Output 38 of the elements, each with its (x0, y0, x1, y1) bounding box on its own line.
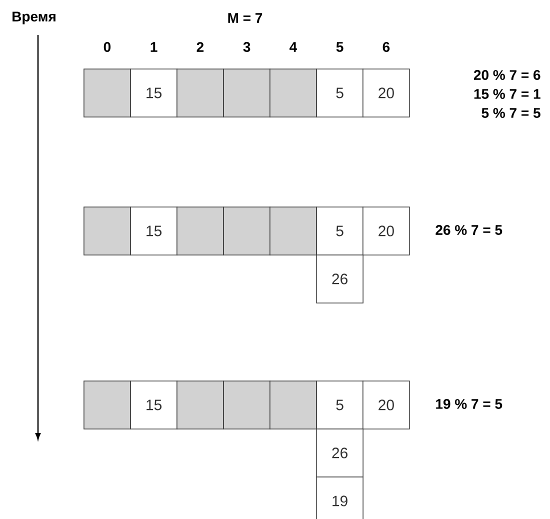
column-index: 0 (104, 42, 111, 52)
empty-cell (223, 380, 270, 430)
table-cell: 5 (316, 68, 364, 118)
formula-text: 5 % 7 = 5 (482, 108, 540, 118)
empty-cell (84, 380, 131, 430)
empty-cell (223, 206, 270, 256)
column-index: 2 (196, 42, 204, 52)
table-cell: 26 (316, 428, 364, 478)
empty-cell (270, 68, 317, 118)
table-cell: 5 (316, 380, 364, 430)
empty-cell (270, 206, 317, 256)
formula-text: 20 % 7 = 6 (474, 70, 540, 80)
table-cell: 5 (316, 206, 364, 256)
table-cell: 20 (362, 206, 410, 256)
empty-cell (223, 68, 270, 118)
table-cell: 19 (316, 476, 364, 519)
empty-cell (84, 206, 131, 256)
axis-label: Время (12, 12, 56, 24)
column-index: 5 (336, 42, 344, 52)
column-index: 4 (290, 42, 298, 52)
table-cell: 15 (130, 206, 178, 256)
empty-cell (176, 68, 224, 118)
table-cell: 20 (362, 380, 410, 430)
formula-text: 15 % 7 = 1 (474, 89, 540, 99)
formula-text: 26 % 7 = 5 (436, 225, 502, 235)
heading: M = 7 (228, 13, 262, 23)
table-cell: 15 (130, 380, 178, 430)
table-cell: 26 (316, 254, 364, 304)
table-cell: 15 (130, 68, 178, 118)
table-cell: 20 (362, 68, 410, 118)
empty-cell (176, 206, 224, 256)
column-index: 6 (382, 42, 390, 52)
column-index: 1 (150, 42, 158, 52)
empty-cell (176, 380, 224, 430)
formula-text: 19 % 7 = 5 (436, 399, 502, 409)
empty-cell (270, 380, 317, 430)
column-index: 3 (243, 42, 250, 52)
empty-cell (84, 68, 131, 118)
